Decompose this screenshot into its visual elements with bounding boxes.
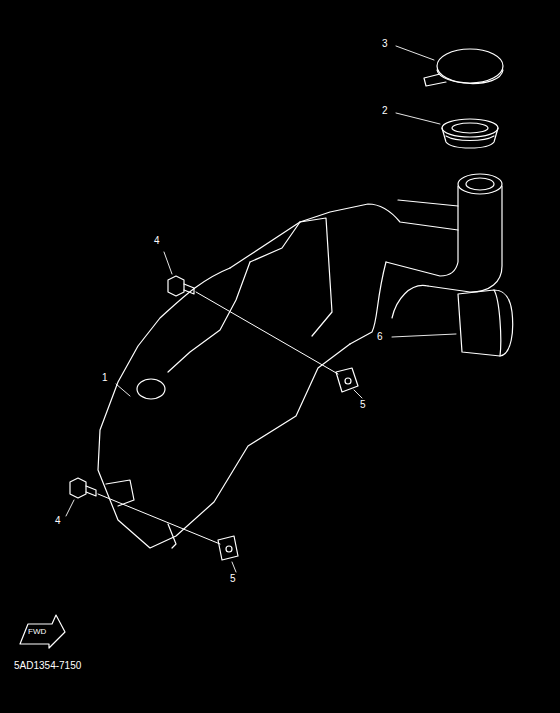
- direction-mark: FWD: [28, 628, 46, 636]
- callout-number: 1: [102, 373, 108, 383]
- callout-number: 2: [382, 106, 388, 116]
- callout-number: 6: [377, 332, 383, 342]
- part-code: 5AD1354-7150: [14, 661, 81, 671]
- callout-number: 4: [154, 236, 160, 246]
- cap: [424, 49, 503, 86]
- callout-number: 5: [360, 400, 366, 410]
- tank-body: [98, 174, 502, 548]
- callout-number: 5: [230, 574, 236, 584]
- callout-number: 3: [382, 39, 388, 49]
- bolt: [70, 276, 194, 498]
- callout-number: 4: [55, 516, 61, 526]
- leader-line: [66, 46, 456, 572]
- fwd-arrow: [20, 615, 65, 648]
- seal-ring: [442, 119, 498, 148]
- hose-clip: [458, 290, 513, 356]
- clip-nut: [218, 368, 358, 560]
